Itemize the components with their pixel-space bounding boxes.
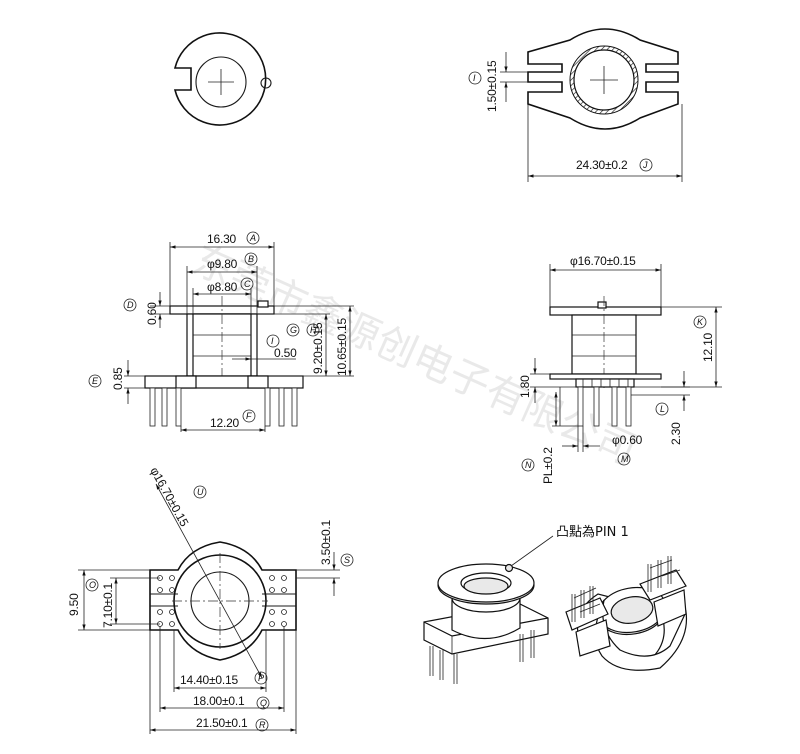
dim-o: 7.10±0.1 (101, 582, 115, 628)
ref-u-circle (193, 485, 207, 499)
dim-p: 14.40±0.15 (180, 673, 238, 687)
ref-s: S (344, 555, 350, 565)
ref-n-circle (521, 458, 535, 472)
ref-c: C (244, 279, 251, 289)
ref-l: L (660, 404, 665, 414)
ref-e: E (92, 376, 99, 386)
ref-b: B (248, 254, 254, 264)
ref-d: D (127, 300, 134, 310)
ref-f-circle (242, 409, 256, 423)
ref-j-circle (639, 158, 653, 172)
ref-j: J (642, 160, 648, 170)
dim-u: φ16.70±0.15 (147, 465, 191, 530)
ref-u: U (197, 487, 204, 497)
top-view-flange (173, 32, 272, 126)
ref-q-circle (256, 696, 270, 710)
dim-a: 16.30 (207, 232, 237, 246)
ref-n: N (525, 460, 532, 470)
ref-e-circle (88, 374, 102, 388)
dim-i-front: 0.50 (274, 346, 297, 360)
front-view (124, 242, 354, 432)
ref-i-top: I (473, 73, 476, 83)
dim-r: 21.50±0.1 (196, 716, 248, 730)
dim-b: φ9.80 (207, 257, 238, 271)
ref-r: R (259, 720, 266, 730)
ref-r-circle (255, 718, 269, 732)
pin1-note: 凸點為PIN 1 (556, 524, 629, 540)
ref-g: G (290, 325, 297, 335)
ref-m: M (621, 454, 629, 464)
ref-a: A (249, 233, 256, 243)
ref-o-circle (85, 578, 99, 592)
ref-g-circle (286, 323, 300, 337)
top-right-view (500, 28, 683, 182)
ref-i-circle (468, 71, 482, 85)
dim-n: PL±0.2 (541, 447, 555, 484)
ref-d-circle (123, 298, 137, 312)
ref-a-circle (246, 231, 260, 245)
ref-s-circle (340, 553, 354, 567)
dim-f: 12.20 (210, 416, 240, 430)
dim-180: 1.80 (518, 375, 532, 398)
dim-m: φ0.60 (612, 433, 643, 447)
ref-l-circle (655, 402, 669, 416)
ref-p: P (258, 673, 264, 683)
bottom-view (78, 483, 340, 734)
ref-m-circle (617, 452, 631, 466)
dim-k: 12.10 (701, 332, 715, 362)
ref-c-circle (240, 277, 254, 291)
ref-h-circle (306, 323, 320, 337)
dim-s: 3.50±0.1 (319, 519, 333, 565)
ref-i-front: I (271, 336, 274, 346)
dim-g: 9.20±0.15 (311, 322, 325, 374)
dim-i-top: 1.50±0.15 (485, 60, 499, 112)
isometric-view-left (423, 535, 554, 684)
dim-h: 10.65±0.15 (335, 318, 349, 376)
ref-p-circle (254, 671, 268, 685)
dim-d: 0.60 (145, 302, 159, 325)
ref-q: Q (260, 698, 267, 708)
side-view (530, 264, 722, 452)
dim-q: 18.00±0.1 (193, 694, 245, 708)
ref-f: F (246, 411, 252, 421)
isometric-view-right (565, 556, 688, 671)
dim-c: φ8.80 (207, 280, 238, 294)
ref-b-circle (244, 252, 258, 266)
dim-j: 24.30±0.2 (576, 158, 628, 172)
dim-l: 2.30 (669, 422, 683, 445)
ref-h: H (310, 325, 317, 335)
dim-side-top: φ16.70±0.15 (570, 254, 636, 268)
ref-k-circle (693, 315, 707, 329)
ref-i-front-circle (266, 334, 280, 348)
dim-e: 0.85 (111, 367, 125, 390)
ref-o: O (89, 580, 96, 590)
dim-950: 9.50 (67, 593, 81, 616)
ref-k: K (697, 317, 704, 327)
